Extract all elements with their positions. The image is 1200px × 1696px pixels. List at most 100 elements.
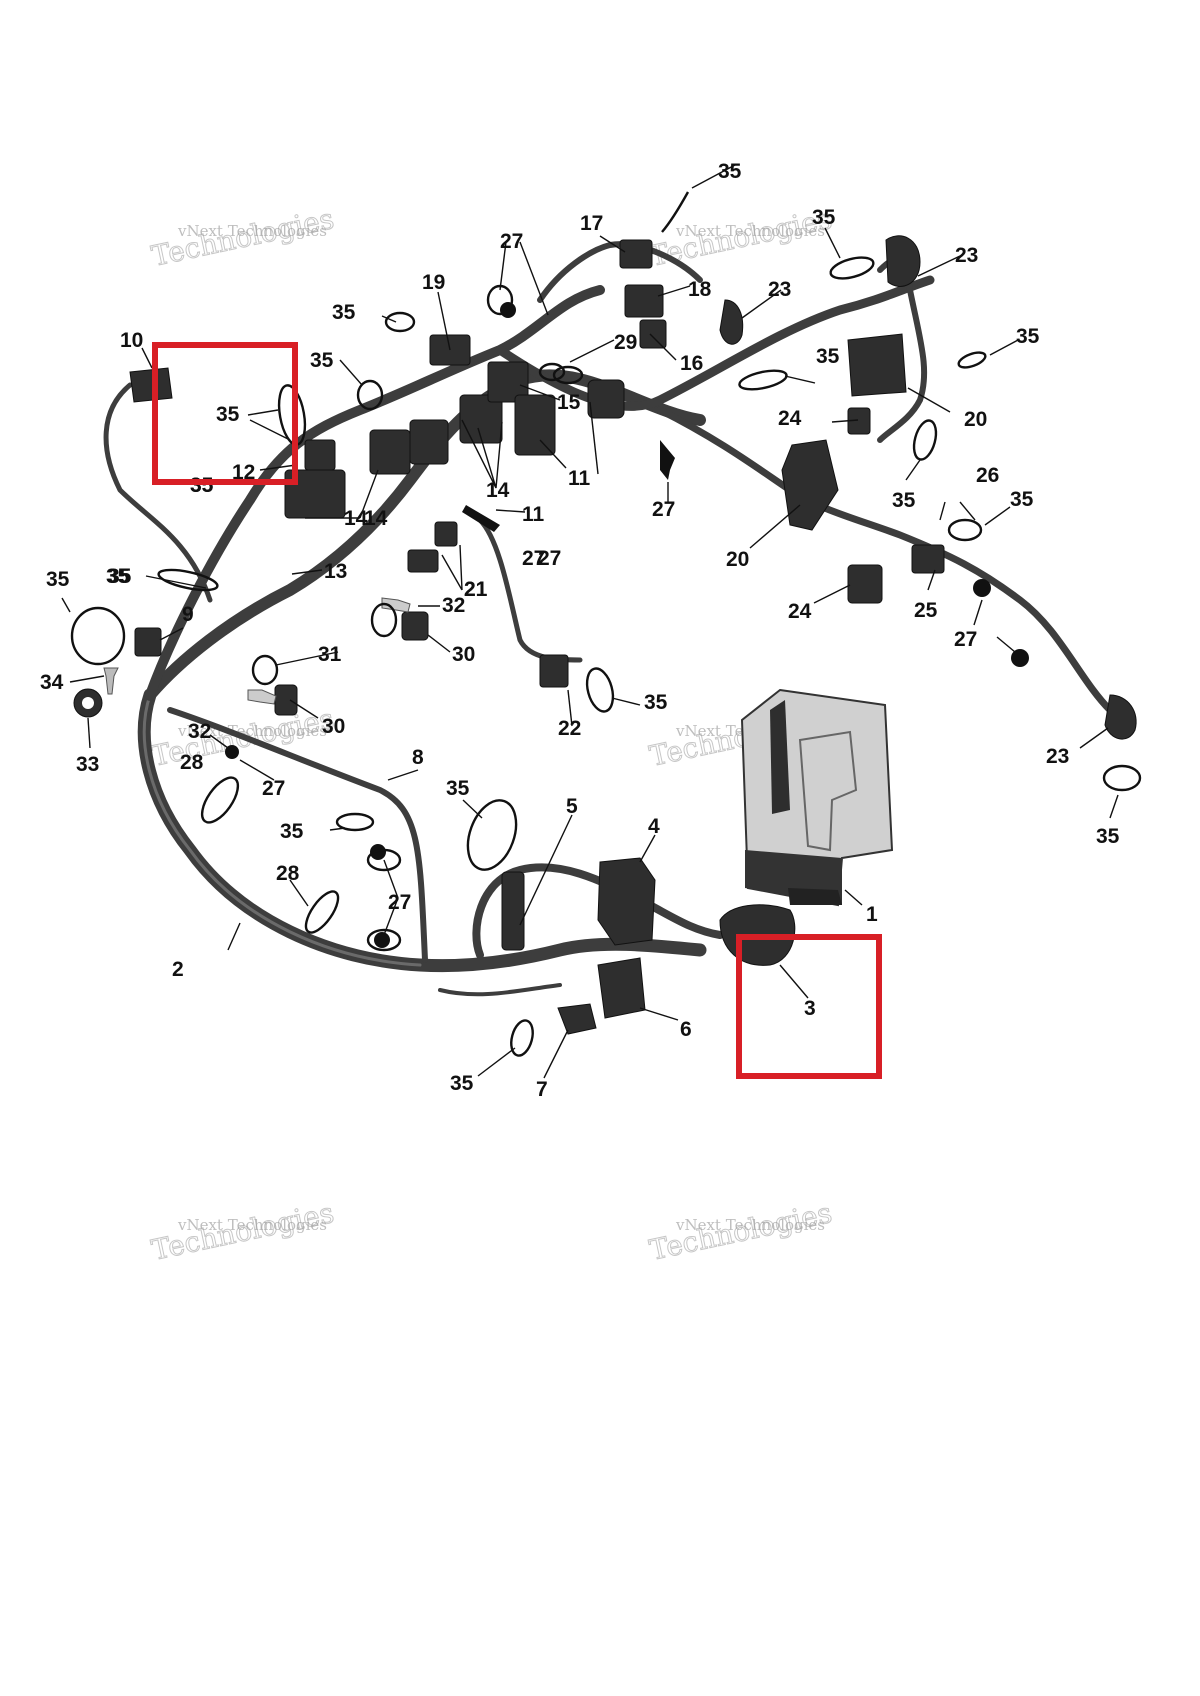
callout-label: 35 [718,160,742,183]
cable-tie [585,667,615,713]
leader-lines [61,164,1119,1079]
push-pin-27e [660,440,675,480]
cable-tie [661,191,690,233]
cable-tie-28 [304,890,340,934]
callout-label: 12 [232,461,255,484]
connector-14d [459,394,503,444]
push-pin-27f [370,844,386,860]
callout-label: 2 [172,958,184,981]
connector-21b [407,549,439,573]
bolt-32b [247,689,277,705]
callout-label: 31 [318,643,342,666]
cable-tie [1102,764,1142,792]
callout-label: 35 [446,777,470,800]
cable-tie [366,928,402,952]
callout-labels: 1 2 3 4 5 6 7 8 9 10 11 11 12 13 14 14 1… [40,160,1120,1101]
callout-label: 35 [280,820,304,843]
connector-20b [781,439,839,531]
callout-label: 11 [568,467,591,490]
callout-label: 19 [422,271,445,294]
callout-label: 34 [40,671,64,694]
callout-label: 18 [688,278,712,301]
connector-10 [129,367,173,403]
cable-tie-29 [538,362,566,382]
cable-tie [70,606,126,666]
callout-label: 14 [486,479,510,502]
callout-label: 35 [216,403,240,426]
watermark: vNext Technologies Technologies [646,1196,835,1268]
watermark-line2: Technologies [647,1196,835,1267]
callout-label: 35 [1016,325,1040,348]
cable-tie [486,284,514,316]
callout-label: 23 [768,278,791,301]
callout-label: 15 [557,391,581,414]
connector-24b [847,564,883,604]
connector-4 [597,857,656,946]
cable-tie [370,602,398,638]
callout-label: 32 [188,720,211,743]
callout-label: 3 [804,997,816,1020]
highlight-boxes [152,342,882,1079]
highlight-box-left [152,342,298,485]
callout-label: 24 [778,407,802,430]
top-main [495,275,935,411]
push-pin-27h [225,745,239,759]
callout-label: 35 [1010,488,1034,511]
connector-15 [487,361,529,403]
callout-label: 35 [190,474,214,497]
callout-label: 29 [614,331,637,354]
highlight-box-right [736,934,882,1079]
callout-label: 14 [364,507,388,530]
callout-label: 35 [108,565,132,588]
harness-wires [103,241,1114,997]
watermark: vNext Technologies Technologies [148,202,337,274]
connector-9 [134,627,162,657]
connector-25 [911,544,945,574]
watermark-line1: vNext Technologies [675,1216,825,1234]
upper-trunk [144,369,706,701]
cable-tie [157,568,219,592]
callout-label: 35 [106,565,130,588]
callout-label: 13 [324,560,347,583]
connector-5 [501,871,525,951]
trunk-8 [167,707,428,963]
callout-label: 22 [558,717,581,740]
callout-label: 21 [464,578,488,601]
connector-14b [369,429,411,475]
callout-label: 28 [276,862,300,885]
connector-30a [401,611,429,641]
callout-label: 23 [1046,745,1069,768]
push-pin-27b [1011,649,1029,667]
cable-tie [957,351,987,369]
callout-label: 8 [412,746,424,769]
ecm-module [740,688,894,907]
cable-tie [366,848,402,872]
callout-label: 27 [522,547,545,570]
cable-tie-31 [251,654,279,686]
cable-tie-28 [200,776,240,824]
callout-label: 35 [332,301,356,324]
callout-label: 27 [652,498,675,521]
connector-23b [719,299,744,345]
connector-20a [847,333,907,397]
connector-23c [1104,694,1137,740]
push-pin-27d [462,505,500,532]
mid-drop-22 [477,517,583,663]
callout-label: 27 [538,547,561,570]
screw-34 [103,667,119,695]
cable-tie [829,256,875,280]
callout-label: 35 [644,691,668,714]
callout-label: 6 [680,1018,692,1041]
cable-tie [510,1019,534,1057]
loop-5 [472,863,724,959]
callout-label: 30 [452,643,475,666]
connector-11b [587,379,625,419]
callout-label: 16 [680,352,703,375]
watermark-line2: Technologies [149,1196,337,1267]
callout-label: 1 [866,903,878,926]
connector-16 [639,319,667,349]
push-pin-27a [973,579,991,597]
callout-label: 5 [566,795,578,818]
callout-label: 14 [344,507,368,530]
watermark-line2: Technologies [149,202,337,273]
